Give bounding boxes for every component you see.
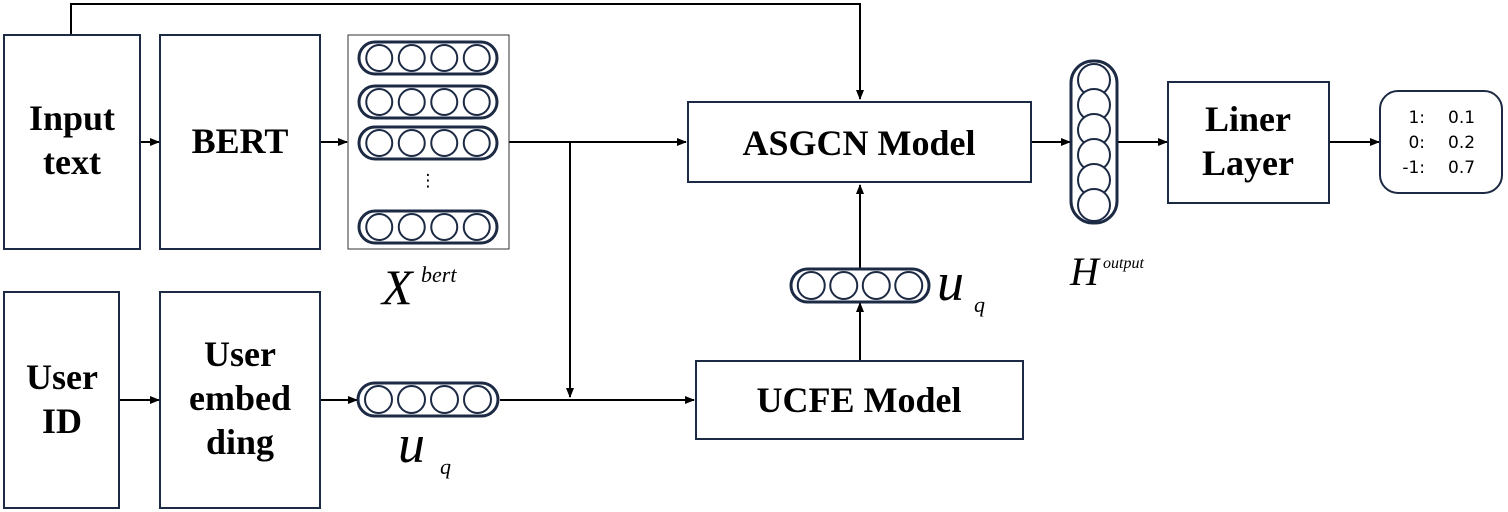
uq-symbol-upper: u q (937, 252, 985, 317)
uq-symbol-lower: u q (398, 414, 451, 479)
xbert-symbol: X bert (380, 259, 457, 315)
user-id-label-line1: User (26, 357, 98, 397)
score-label: 0: (1408, 133, 1425, 153)
vector-cell (397, 129, 426, 157)
input-text-label-line2: text (43, 142, 101, 182)
vector-cell (894, 271, 924, 300)
vector-cell (829, 271, 859, 300)
ellipsis-icon: ⋮ (420, 171, 437, 191)
vector-cell (430, 88, 459, 116)
vector-cell (462, 129, 491, 157)
liner-layer-label-line1: Liner (1205, 99, 1291, 139)
vector-cell (365, 129, 394, 157)
uq-lower-base: u (398, 414, 425, 474)
vector-cell (364, 385, 393, 414)
user-embedding-label-line1: User (204, 334, 276, 374)
vector-cell (365, 213, 394, 241)
ucfe-label: UCFE Model (757, 380, 962, 420)
user-embedding-node: User embed ding (159, 291, 321, 509)
connectors (70, 3, 1380, 404)
bert-node: BERT (159, 34, 321, 250)
vector-cell (430, 44, 459, 72)
vector-cell (796, 271, 826, 300)
vector-cell (462, 88, 491, 116)
uq-vector-lower (356, 381, 500, 418)
uq-vector-upper (789, 267, 931, 304)
houtput-superscript: output (1103, 255, 1144, 272)
vector-cell (365, 88, 394, 116)
embedding-row (789, 267, 931, 304)
asgcn-node: ASGCN Model (687, 101, 1032, 183)
xbert-superscript: bert (421, 262, 457, 287)
uq-lower-subscript: q (440, 454, 451, 479)
user-embedding-label-line2: embed (189, 378, 291, 418)
bert-label: BERT (192, 121, 289, 161)
xbert-base: X (380, 259, 415, 315)
asgcn-label: ASGCN Model (743, 123, 976, 163)
score-value: 0.1 (1448, 108, 1475, 128)
uq-upper-base: u (937, 252, 964, 312)
skip-connection-arrow (70, 3, 864, 100)
input-text-node: Input text (3, 34, 141, 250)
embedding-row (357, 209, 499, 245)
liner-layer-node: Liner Layer (1167, 81, 1330, 204)
vector-cell (861, 271, 891, 300)
embedding-row (356, 381, 500, 418)
vector-cell (397, 213, 426, 241)
score-label: 1: (1408, 108, 1425, 128)
user-embedding-label-line3: ding (206, 422, 274, 462)
embedding-row (357, 84, 499, 120)
vector-cell (462, 44, 491, 72)
houtput-vector (1069, 59, 1119, 225)
vector-cell (462, 213, 491, 241)
input-text-label-line1: Input (29, 98, 115, 138)
vector-cell (430, 129, 459, 157)
embedding-row (357, 125, 499, 161)
liner-layer-label-line2: Layer (1202, 143, 1294, 183)
vector-cell (397, 44, 426, 72)
xbert-matrix: ⋮ (347, 34, 510, 250)
vector-cell (1077, 188, 1111, 222)
houtput-symbol: H output (1069, 249, 1144, 294)
score-value: 0.2 (1448, 133, 1475, 153)
vector-cell (430, 385, 459, 414)
output-scores: 1: 0.1 0: 0.2 -1: 0.7 (1379, 90, 1503, 194)
user-id-node: User ID (3, 291, 120, 509)
vector-cell (430, 213, 459, 241)
score-label: -1: (1402, 158, 1425, 178)
vector-cell (463, 385, 492, 414)
user-id-label-line2: ID (42, 401, 82, 441)
vector-cell (365, 44, 394, 72)
score-value: 0.7 (1448, 158, 1475, 178)
vector-cell (397, 385, 426, 414)
ucfe-node: UCFE Model (695, 360, 1024, 440)
embedding-row (357, 40, 499, 76)
houtput-base: H (1069, 249, 1101, 294)
vector-cell (397, 88, 426, 116)
uq-upper-subscript: q (974, 292, 985, 317)
